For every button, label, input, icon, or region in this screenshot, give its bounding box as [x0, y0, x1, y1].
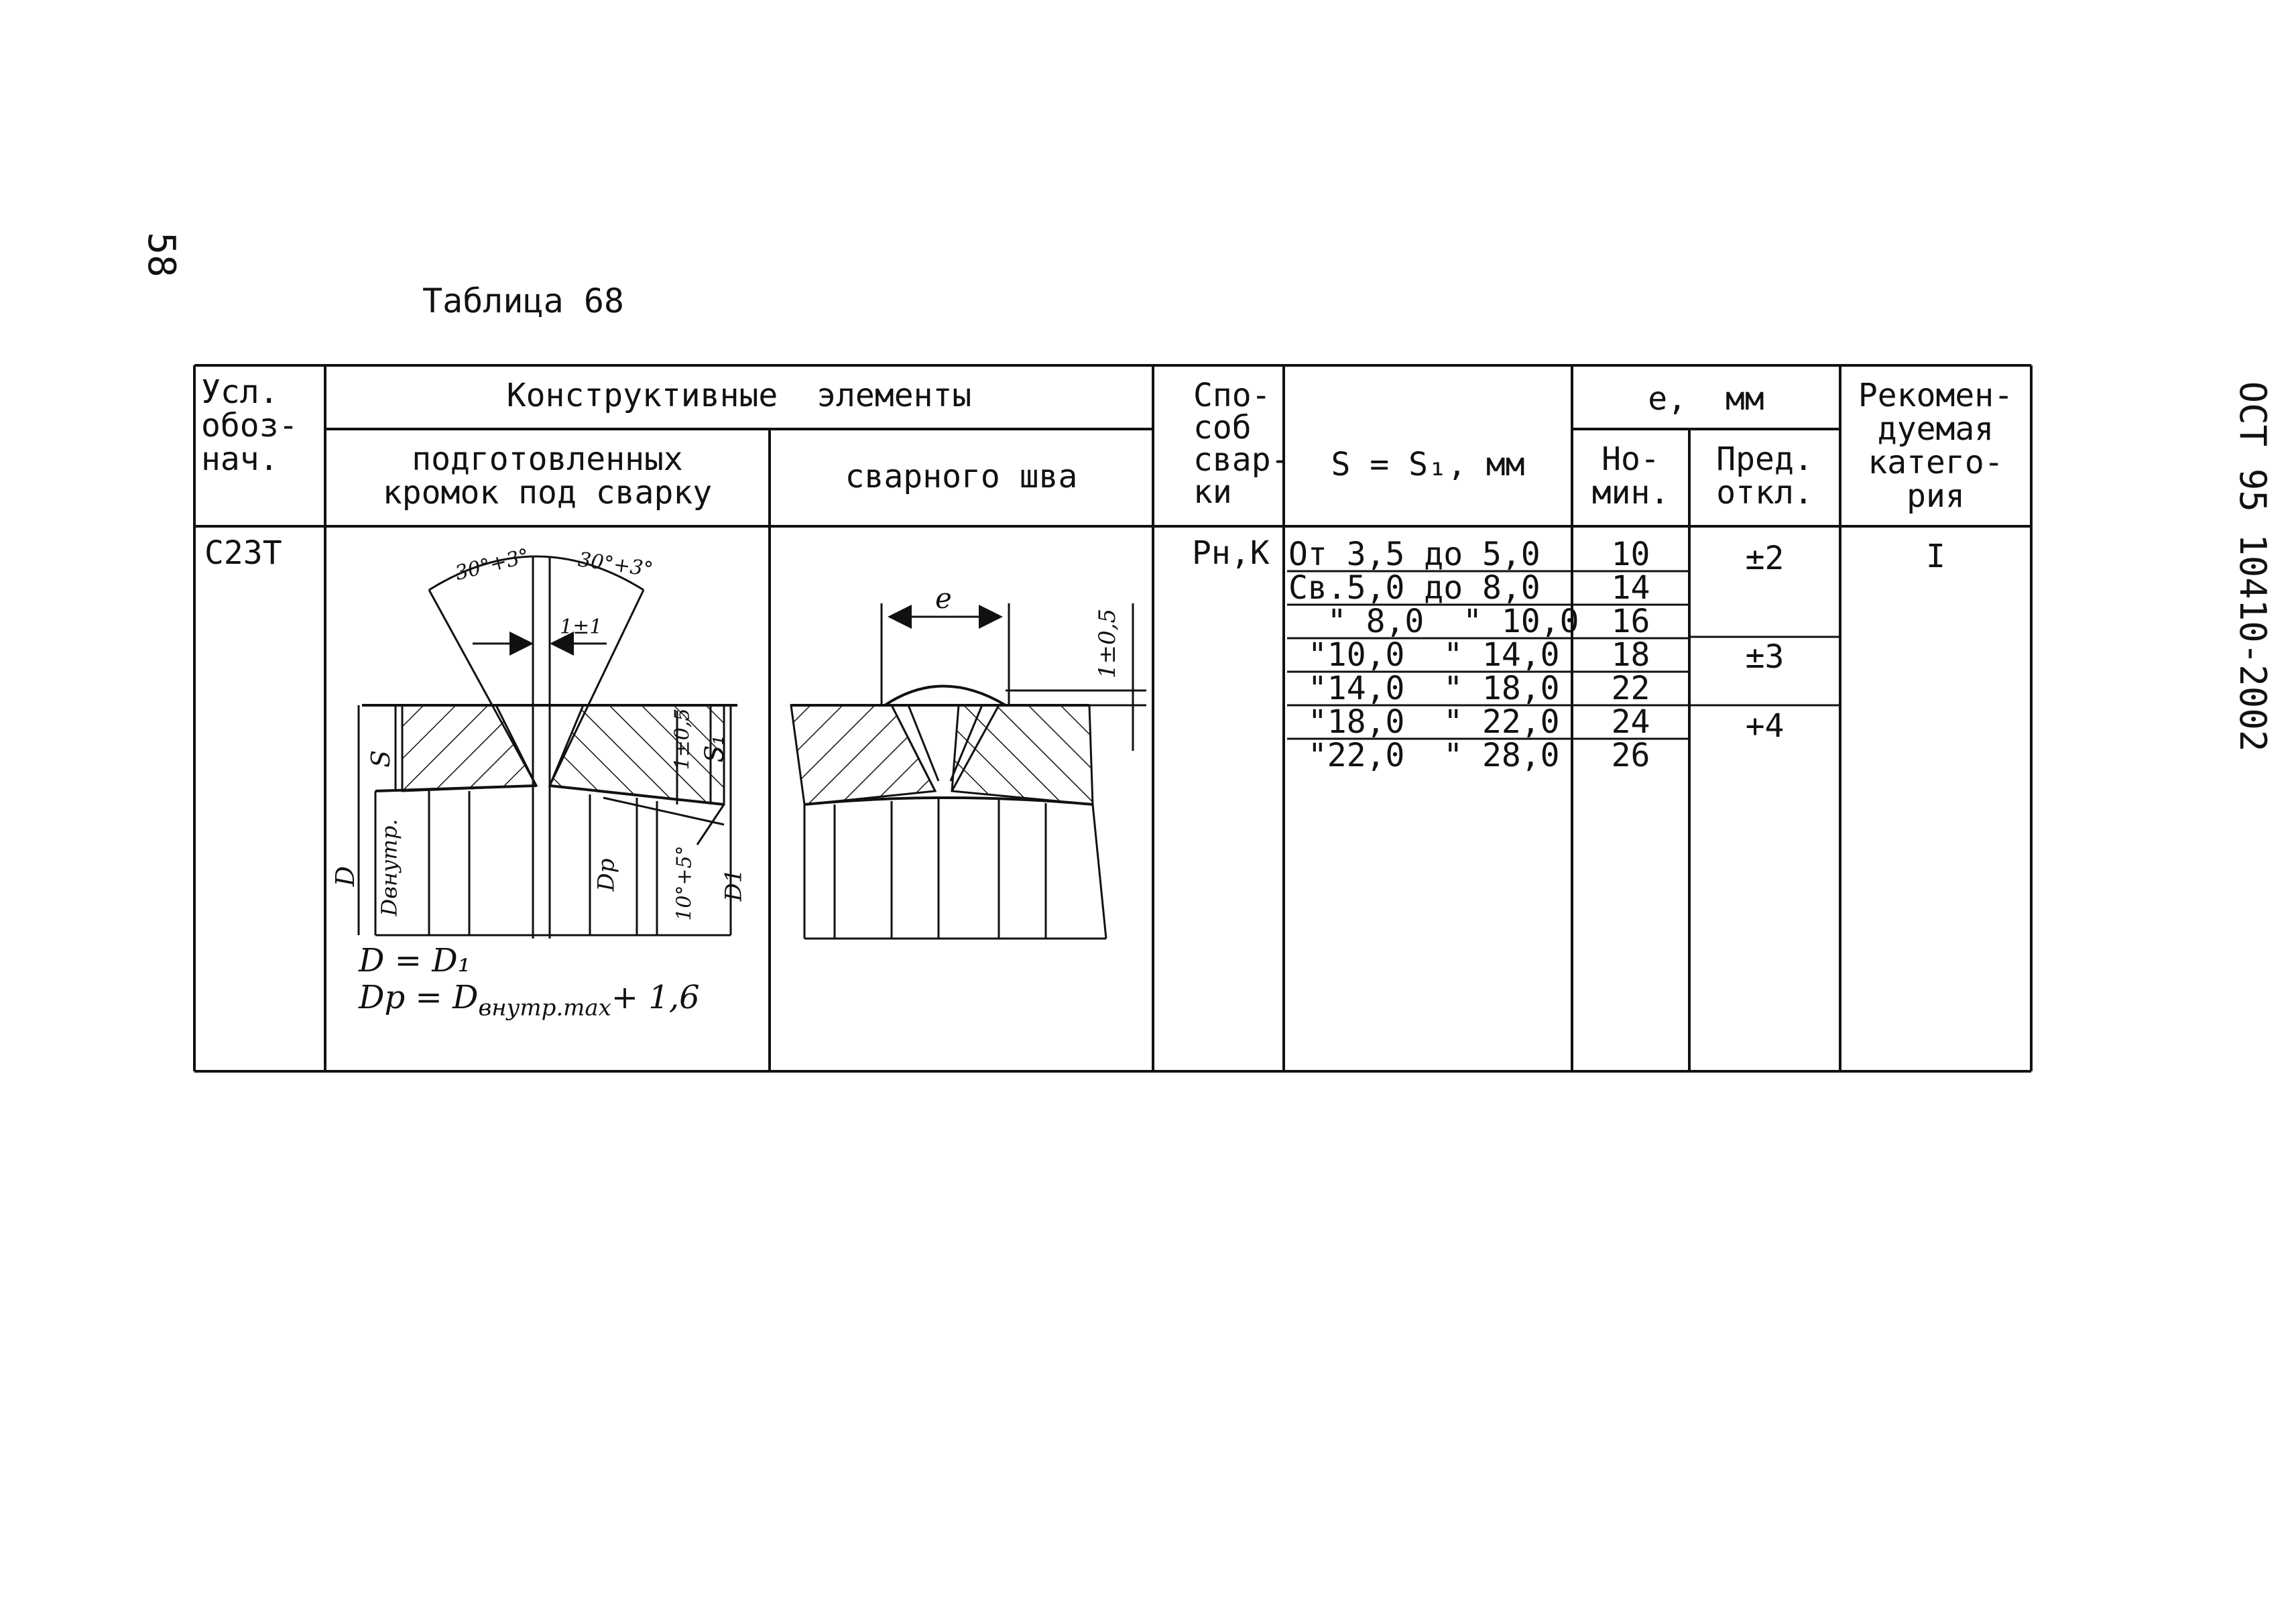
- thickness-range: Св.5,0 до 8,0: [1288, 569, 1540, 607]
- range-underlines: [1287, 570, 1840, 740]
- s1-label: S₁: [699, 735, 729, 763]
- s-label: S: [366, 749, 396, 768]
- header-category-4: рия: [1907, 477, 1965, 515]
- header-tolerance-1: Пред.: [1716, 440, 1813, 478]
- nominal-value: 26: [1611, 737, 1650, 774]
- header-designation-3: нач.: [201, 440, 279, 478]
- d-inner-label: Dвнутр.: [376, 819, 402, 916]
- header-prepared-edges-2: кромок под сварку: [382, 474, 713, 512]
- nominal-value: 16: [1611, 603, 1650, 640]
- nominal-value: 24: [1611, 703, 1650, 741]
- thickness-range: " 8,0 " 10,0: [1288, 603, 1579, 640]
- prepared-edges-drawing: [357, 555, 737, 939]
- weld-width-label: e: [935, 582, 952, 615]
- tolerance-value: +4: [1745, 707, 1785, 745]
- formula-d: D = D₁: [359, 942, 471, 979]
- thickness-range: "18,0 " 22,0: [1288, 703, 1560, 741]
- formula-dp-sub: внутр.max: [478, 994, 611, 1022]
- header-designation-1: Усл.: [201, 373, 279, 411]
- header-method-3: свар-: [1193, 441, 1290, 479]
- d-label: D: [330, 865, 361, 887]
- formula-dp-right: + 1,6: [611, 979, 700, 1016]
- d1-label: D1: [720, 868, 747, 902]
- table-grid: [193, 364, 2033, 1073]
- row-method: Рн,К: [1192, 534, 1270, 572]
- nominal-value: 18: [1611, 636, 1650, 674]
- header-method-4: ки: [1193, 473, 1232, 511]
- row-category: I: [1926, 538, 1945, 575]
- nominal-value: 22: [1611, 670, 1650, 707]
- header-thickness: S = S₁, мм: [1331, 446, 1525, 483]
- tolerance-value: ±3: [1745, 638, 1785, 676]
- thickness-range: От 3,5 до 5,0: [1288, 536, 1540, 573]
- header-nominal-2: мин.: [1591, 474, 1670, 512]
- gap-label: 1±1: [560, 615, 603, 639]
- header-tolerance-2: откл.: [1716, 474, 1813, 512]
- thickness-range: "10,0 " 14,0: [1288, 636, 1560, 674]
- header-category-3: катего-: [1868, 444, 2004, 481]
- header-nominal-1: Но-: [1602, 440, 1660, 478]
- formula-dp: Dр = Dвнутр.max+ 1,6: [359, 979, 700, 1022]
- nominal-value: 14: [1611, 569, 1650, 607]
- header-prepared-edges-1: подготовленных: [412, 440, 683, 478]
- taper-label: 10°+5°: [672, 845, 697, 921]
- weld-drawing: [790, 603, 1146, 940]
- thickness-range: "14,0 " 18,0: [1288, 670, 1560, 707]
- formula-dp-left: Dр = D: [359, 979, 479, 1016]
- header-method-2: соб: [1193, 409, 1252, 446]
- header-e: e, мм: [1648, 380, 1764, 418]
- thickness-range: "22,0 " 28,0: [1288, 737, 1560, 774]
- d-p-label: Dр: [593, 858, 620, 892]
- header-category-2: дуемая: [1877, 410, 1994, 448]
- header-category-1: Рекомен-: [1858, 377, 2014, 414]
- nominal-value: 10: [1611, 536, 1650, 573]
- header-designation-2: обоз-: [201, 407, 298, 444]
- root-face-label: 1±0,5: [670, 708, 694, 770]
- header-constructive: Конструктивные элементы: [506, 377, 972, 414]
- reinforcement-label: 1±0,5: [1094, 608, 1122, 679]
- table-title: Таблица 68: [422, 282, 625, 320]
- tolerance-value: ±2: [1745, 540, 1785, 577]
- header-method-1: Спо-: [1193, 377, 1271, 414]
- header-weld: сварного шва: [845, 458, 1078, 495]
- row-designation: С23Т: [204, 534, 282, 572]
